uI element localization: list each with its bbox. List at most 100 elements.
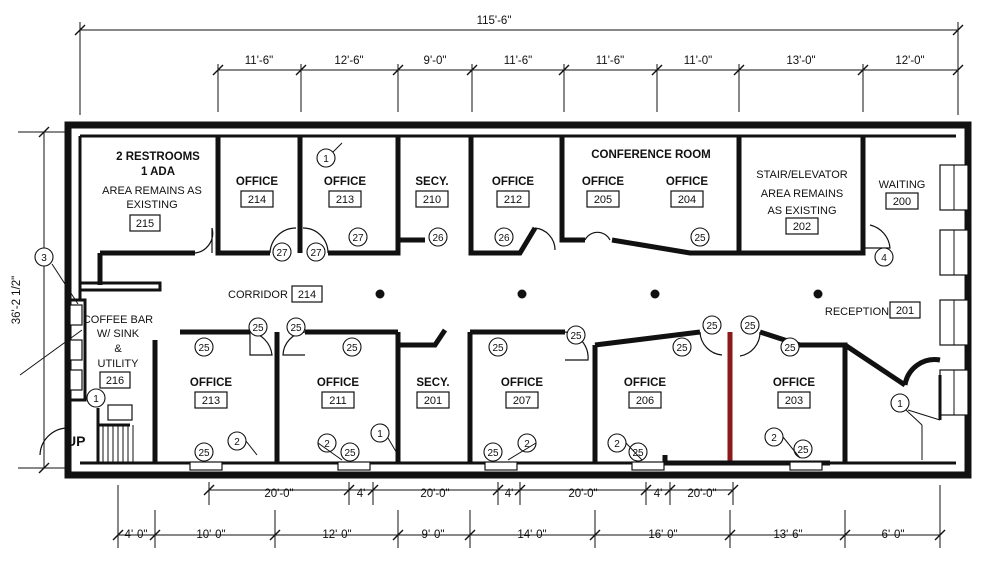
tag-26: 26 [494, 227, 514, 247]
room-206-number: 206 [636, 395, 654, 407]
svg-text:25: 25 [676, 343, 688, 354]
svg-text:1: 1 [323, 154, 329, 165]
room-210-number: 210 [423, 194, 441, 206]
tag-1: 1 [86, 388, 106, 408]
reception-number: 201 [896, 305, 914, 317]
room-201-secy: SECY. 201 [416, 377, 450, 409]
room-212: OFFICE 212 [492, 176, 534, 208]
dimension-bottom-outer-1: 4'-0" [125, 529, 148, 541]
room-201-secy-number: 201 [424, 395, 442, 407]
dimension-bottom-outer-3: 12'-0" [322, 529, 351, 541]
svg-text:25: 25 [706, 321, 718, 332]
tag-27: 27 [272, 242, 292, 262]
dimension-bottom-inner-5: 20'-0" [568, 488, 597, 500]
room-211: OFFICE 211 [317, 377, 359, 409]
room-213-bottom: OFFICE 213 [190, 377, 232, 409]
dimension-bottom-outer-6: 16'-0" [648, 529, 677, 541]
tag-2: 2 [607, 433, 627, 453]
corridor-name: CORRIDOR [228, 289, 288, 301]
room-210-name: SECY. [415, 176, 448, 188]
room-210: SECY. 210 [415, 176, 449, 208]
bottom-dimensions: 20'-0" 4' 20'-0" 4' 20'-0" 4' 20'-0" 4'-… [112, 482, 946, 548]
room-213-top: OFFICE 213 [324, 176, 366, 208]
room-202-line2: AREA REMAINS [761, 188, 844, 200]
room-200-number: 200 [893, 196, 911, 208]
stair-up-label: UP [66, 433, 85, 449]
overall-width-dimension: 115'-6" [477, 15, 512, 27]
svg-text:27: 27 [276, 248, 288, 259]
tag-1: 1 [370, 423, 390, 443]
room-203-name: OFFICE [773, 377, 815, 389]
room-202-line1: STAIR/ELEVATOR [756, 169, 848, 181]
svg-text:2: 2 [614, 439, 620, 450]
reception-name: RECEPTION [825, 306, 889, 318]
overall-depth-dimension: 36'-2 1/2" [11, 276, 23, 324]
tag-25: 25 [672, 337, 692, 357]
tag-25: 25 [628, 442, 648, 462]
tag-2: 2 [227, 431, 247, 451]
room-212-number: 212 [504, 194, 522, 206]
dimension-top-1: 11'-6" [245, 55, 273, 67]
tag-25: 25 [690, 227, 710, 247]
svg-text:25: 25 [346, 343, 358, 354]
top-dimensions: 115'-6" 11'-6" 12'-6" 9'-0" 11'-6" 11'-6… [74, 15, 964, 115]
tag-2: 2 [517, 433, 537, 453]
svg-text:25: 25 [290, 323, 302, 334]
room-207-number: 207 [513, 395, 531, 407]
tag-25: 25 [248, 317, 268, 337]
keynote-tags: 27 27 27 26 26 25 25 25 25 25 25 25 25 2… [34, 148, 910, 462]
tag-27: 27 [306, 242, 326, 262]
tag-25: 25 [194, 337, 214, 357]
room-214-name: OFFICE [236, 176, 278, 188]
room-214: OFFICE 214 [236, 176, 278, 208]
svg-text:25: 25 [744, 321, 756, 332]
dimension-top-7: 13'-0" [786, 55, 815, 67]
tag-25: 25 [566, 325, 586, 345]
svg-text:25: 25 [198, 448, 210, 459]
room-206: OFFICE 206 [624, 377, 666, 409]
tag-4: 4 [874, 247, 894, 267]
dimension-bottom-outer-7: 13'-6" [773, 529, 802, 541]
svg-text:26: 26 [432, 233, 444, 244]
room-203: OFFICE 203 [773, 377, 815, 409]
tag-25: 25 [342, 337, 362, 357]
room-200: WAITING 200 [879, 179, 926, 210]
room-215-line2: 1 ADA [141, 166, 175, 178]
leader-lines [19, 142, 941, 461]
svg-text:25: 25 [784, 343, 796, 354]
dimension-bottom-inner-3: 20'-0" [420, 488, 449, 500]
tag-25: 25 [740, 315, 760, 335]
svg-text:25: 25 [492, 343, 504, 354]
svg-text:4: 4 [881, 253, 887, 264]
room-216-line3: & [114, 343, 122, 355]
tag-25: 25 [780, 337, 800, 357]
room-214-number: 214 [248, 194, 266, 206]
columns [375, 289, 823, 299]
coffee-bar-area: UP [39, 281, 162, 463]
dimension-bottom-inner-7: 20'-0" [687, 488, 716, 500]
dimension-bottom-outer-8: 6'-0" [882, 529, 905, 541]
room-204-name: OFFICE [666, 176, 708, 188]
room-215-line1: 2 RESTROOMS [116, 151, 200, 163]
svg-text:25: 25 [252, 323, 264, 334]
room-205-number: 205 [594, 194, 612, 206]
dimension-bottom-outer-2: 10'-0" [196, 529, 225, 541]
svg-text:25: 25 [487, 448, 499, 459]
tag-25: 25 [488, 337, 508, 357]
room-211-number: 211 [329, 395, 347, 407]
room-216-line1: COFFEE BAR [83, 314, 153, 326]
tag-25: 25 [483, 442, 503, 462]
svg-text:27: 27 [352, 233, 364, 244]
room-206-name: OFFICE [624, 377, 666, 389]
right-windows [902, 164, 969, 420]
room-215-line4: EXISTING [126, 199, 177, 211]
dimension-top-6: 11'-0" [684, 55, 712, 67]
room-204-number: 204 [678, 194, 696, 206]
svg-text:3: 3 [41, 253, 47, 264]
tag-1: 1 [890, 393, 910, 413]
svg-text:26: 26 [498, 233, 510, 244]
room-213-top-name: OFFICE [324, 176, 366, 188]
room-200-name: WAITING [879, 179, 926, 191]
dimension-bottom-outer-4: 9'-0" [422, 529, 445, 541]
room-215-line3: AREA REMAINS AS [102, 185, 202, 197]
